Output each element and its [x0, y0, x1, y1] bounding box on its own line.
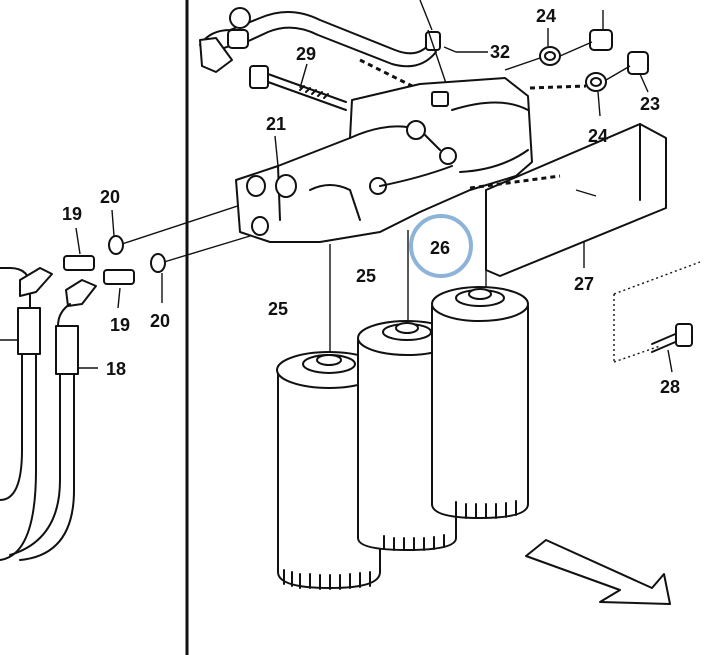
oil-filter-left: [276, 351, 382, 590]
part-label-24: 24: [588, 126, 608, 146]
right-fittings: [504, 10, 649, 117]
part-label-20: 20: [100, 187, 120, 207]
part-label-26: 26: [430, 238, 450, 258]
top-pipe-assembly: [199, 0, 488, 111]
part-label-32: 32: [490, 42, 510, 62]
oil-filter-right: [431, 286, 529, 519]
filter-head-21: [235, 77, 533, 243]
part-label-24: 24: [536, 6, 556, 26]
part-label-19: 19: [110, 315, 130, 335]
part-label-28: 28: [660, 377, 680, 397]
left-hose-assembly: [0, 191, 281, 561]
part-label-29: 29: [296, 44, 316, 64]
part-label-19: 19: [62, 204, 82, 224]
part-label-23: 23: [640, 94, 660, 114]
part-label-18: 18: [106, 359, 126, 379]
direction-arrow: [525, 539, 671, 605]
part-label-27: 27: [574, 274, 594, 294]
part-label-21: 21: [266, 114, 286, 134]
part-label-25: 25: [268, 299, 288, 319]
part-label-20: 20: [150, 311, 170, 331]
bolt-28: [651, 323, 693, 373]
part-label-25: 25: [356, 266, 376, 286]
bolt-29: [249, 63, 347, 111]
highlight-circle: [409, 214, 473, 278]
